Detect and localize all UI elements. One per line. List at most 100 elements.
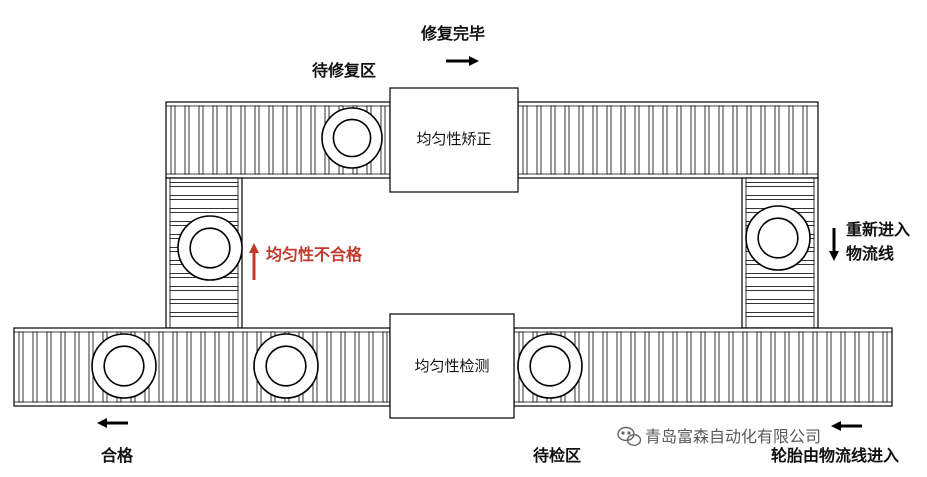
roller (704, 105, 710, 175)
correction-station-box (389, 87, 519, 193)
roller (620, 105, 626, 175)
roller (564, 105, 570, 175)
roller (760, 105, 766, 175)
roller (169, 195, 239, 200)
roller (742, 331, 748, 403)
roller (169, 208, 239, 213)
roller (732, 105, 738, 175)
roller (169, 286, 239, 291)
roller (382, 331, 388, 403)
roller (282, 105, 288, 175)
roller (686, 331, 692, 403)
arrow-left-icon (831, 421, 862, 431)
roller (606, 105, 612, 175)
repair-done-label: 修复完毕 (421, 24, 486, 43)
tire (91, 333, 157, 399)
roller (326, 331, 332, 403)
roller (254, 105, 260, 175)
roller (798, 331, 804, 403)
roller (854, 331, 860, 403)
roller (745, 195, 815, 200)
reenter-line-label: 重新进入物流线 (846, 220, 911, 263)
roller (616, 331, 622, 403)
roller (340, 331, 346, 403)
roller (242, 331, 248, 403)
roller (630, 331, 636, 403)
tire (177, 215, 243, 281)
roller (882, 331, 888, 403)
tire (253, 333, 319, 399)
roller (634, 105, 640, 175)
roller (212, 105, 218, 175)
roller (46, 331, 52, 403)
roller (578, 105, 584, 175)
roller (184, 105, 190, 175)
wechat-icon (617, 426, 642, 447)
waiting-repair-label: 待修复区 (312, 61, 377, 80)
conveyor-bottom-right (513, 327, 893, 407)
conveyor-bottom-left (13, 327, 391, 407)
roller (240, 105, 246, 175)
roller (60, 331, 66, 403)
roller (588, 331, 594, 403)
roller (536, 105, 542, 175)
roller (214, 331, 220, 403)
tire-entry-label: 轮胎由物流线进入 (771, 446, 900, 465)
roller (602, 331, 608, 403)
roller (354, 331, 360, 403)
roller (226, 105, 232, 175)
roller (228, 331, 234, 403)
tire (321, 107, 383, 169)
arrow-left-icon (97, 418, 128, 428)
roller (746, 105, 752, 175)
roller (690, 105, 696, 175)
roller (550, 105, 556, 175)
roller (32, 331, 38, 403)
roller (676, 105, 682, 175)
roller (826, 331, 832, 403)
roller (644, 331, 650, 403)
arrow-up-icon (249, 243, 259, 280)
roller (788, 105, 794, 175)
roller (169, 182, 239, 187)
roller (198, 105, 204, 175)
inspection-station-label: 均匀性检测 (414, 357, 490, 375)
correction-station-label: 均匀性矫正 (416, 130, 492, 148)
roller (268, 105, 274, 175)
arrow-right-icon (446, 56, 479, 66)
roller (714, 331, 720, 403)
roller (745, 286, 815, 291)
company-watermark: 青岛富森自动化有限公司 (645, 427, 822, 446)
roller (18, 331, 24, 403)
roller (745, 273, 815, 278)
roller (728, 331, 734, 403)
uniformity-fail-label: 均匀性不合格 (266, 245, 363, 264)
tire (745, 205, 811, 271)
roller (522, 105, 528, 175)
inspection-station-box (389, 313, 515, 419)
roller (296, 105, 302, 175)
roller (658, 331, 664, 403)
roller (186, 331, 192, 403)
roller (172, 331, 178, 403)
roller (770, 331, 776, 403)
roller (74, 331, 80, 403)
tires (91, 107, 811, 399)
conveyor-top-right (517, 101, 819, 179)
roller (745, 182, 815, 187)
roller (784, 331, 790, 403)
tire (517, 333, 583, 399)
roller (756, 331, 762, 403)
roller (745, 312, 815, 317)
roller (700, 331, 706, 403)
roller (169, 312, 239, 317)
roller (802, 105, 808, 175)
roller (158, 331, 164, 403)
roller (200, 331, 206, 403)
roller (170, 105, 176, 175)
roller (368, 331, 374, 403)
roller (812, 331, 818, 403)
roller (774, 105, 780, 175)
